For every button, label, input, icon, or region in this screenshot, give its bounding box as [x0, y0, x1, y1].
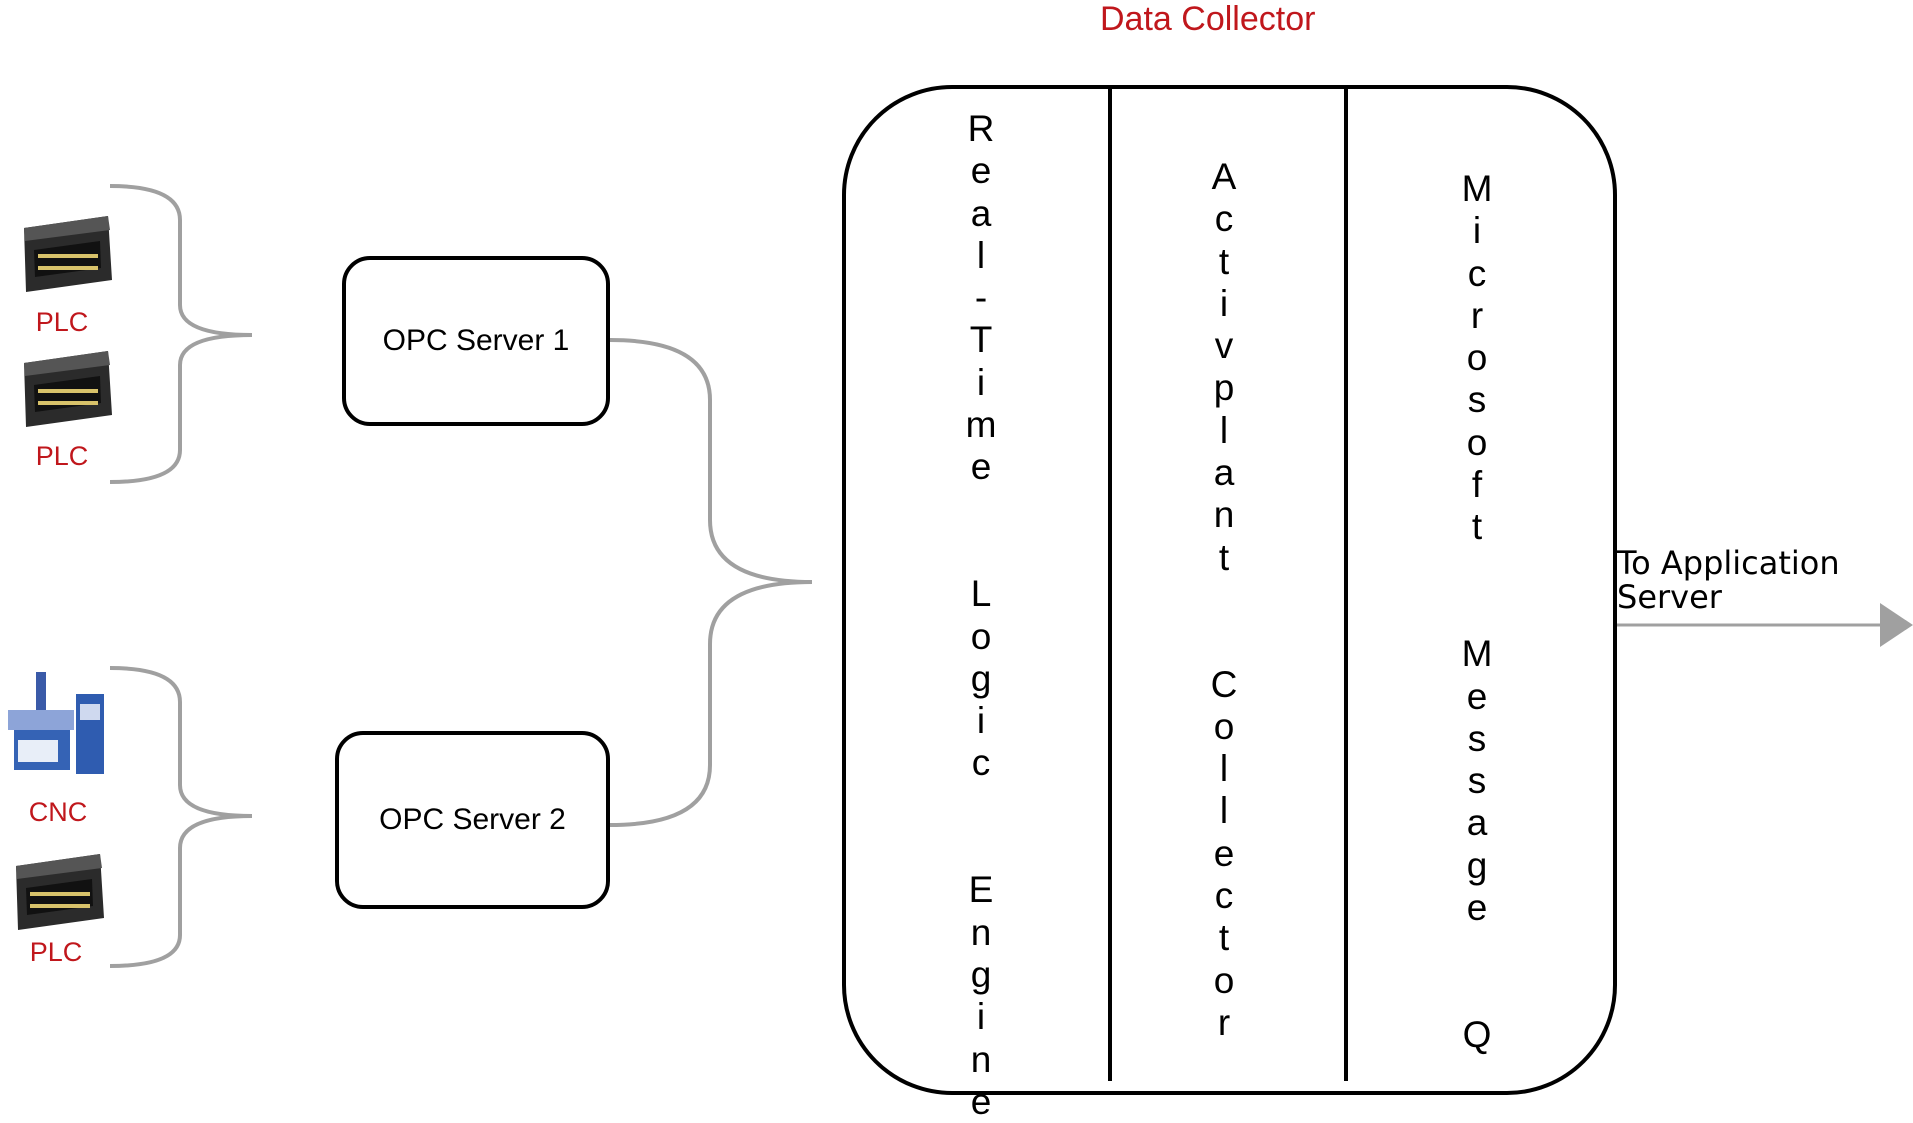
column-letter: r	[1470, 294, 1484, 336]
column-letter: c	[1214, 198, 1234, 240]
device-label: CNC	[28, 797, 88, 827]
column-letter: p	[1213, 367, 1235, 409]
column-letter: e	[1466, 887, 1488, 929]
column-letter: s	[1467, 379, 1487, 421]
cnc-machine-icon	[8, 672, 104, 774]
opc-server-1-label: OPC Server 1	[382, 324, 570, 357]
opc-server-2-label: OPC Server 2	[379, 803, 566, 836]
column-letter: a	[1213, 452, 1235, 494]
column-letter: c	[1214, 875, 1234, 917]
column-letter: c	[1467, 252, 1487, 294]
column-letter	[976, 785, 986, 827]
column-letter: M	[1461, 633, 1493, 675]
column-letter: r	[1217, 1001, 1231, 1043]
column-letter: E	[968, 869, 994, 911]
column-letter: g	[970, 953, 992, 995]
column-letter: o	[1466, 421, 1488, 463]
output-label: To Application Server	[1617, 546, 1840, 614]
column-letter: t	[1218, 536, 1230, 578]
plc-icon	[24, 216, 112, 292]
column-letter: e	[970, 446, 992, 488]
diagram-canvas: Data Collector PLC PLC CNC PLC OPC Serve…	[8, 0, 1913, 1122]
brace-servers	[609, 338, 813, 827]
column-letter	[976, 531, 986, 573]
device-label: PLC	[35, 441, 89, 471]
column-letter: s	[1467, 760, 1487, 802]
column-letter: o	[1466, 337, 1488, 379]
column-letter: n	[1213, 494, 1235, 536]
column-letter: c	[971, 742, 991, 784]
column-letter: a	[970, 192, 992, 234]
brace-plc-group-1	[109, 184, 253, 484]
column-letter: n	[970, 911, 992, 953]
column-letter: m	[965, 404, 997, 446]
brace-device-group-2	[109, 666, 253, 968]
column-letter	[1472, 549, 1482, 591]
output-arrow	[1613, 603, 1913, 647]
column-letter: i	[976, 361, 986, 403]
column-letter: L	[970, 573, 992, 615]
column-letter: i	[1219, 282, 1229, 324]
column-letter: f	[1471, 464, 1483, 506]
column-letter: T	[969, 319, 993, 361]
connector-lines	[109, 184, 1913, 968]
column-letter	[1219, 621, 1229, 663]
column-letter: e	[1466, 675, 1488, 717]
column-letter: o	[970, 615, 992, 657]
column-letter: n	[970, 1038, 992, 1080]
column-letter: g	[1466, 844, 1488, 886]
column-letter: t	[1218, 917, 1230, 959]
column-divider	[1344, 85, 1348, 1081]
output-label-line2: Server	[1617, 578, 1722, 616]
plc-icon	[16, 854, 104, 930]
column-letter: i	[976, 700, 986, 742]
column-letter: a	[1466, 802, 1488, 844]
column-letter: Q	[1462, 1013, 1492, 1055]
column-letter	[1472, 929, 1482, 971]
opc-server-2-box: OPC Server 2	[335, 731, 610, 909]
column-letter: C	[1210, 663, 1238, 705]
column-letter	[1472, 972, 1482, 1014]
column-letter: l	[1219, 790, 1229, 832]
data-collector-box	[842, 85, 1617, 1095]
column-letter	[976, 489, 986, 531]
diagram-title: Data Collector	[1100, 0, 1316, 38]
column-letter	[1219, 579, 1229, 621]
column-letter	[1472, 591, 1482, 633]
column-letter: l	[976, 234, 986, 276]
column-letter: t	[1218, 240, 1230, 282]
column-letter	[976, 827, 986, 869]
column-letter: s	[1467, 717, 1487, 759]
device-label: PLC	[35, 307, 89, 337]
plc-icon	[24, 351, 112, 427]
column-letter: R	[967, 108, 995, 149]
column-letter: -	[974, 277, 988, 319]
column-letter: i	[976, 996, 986, 1038]
column-letter: g	[970, 657, 992, 699]
column-letter: o	[1213, 959, 1235, 1001]
column-letter: l	[1219, 748, 1229, 790]
column-divider	[1108, 85, 1112, 1081]
column-letter: v	[1214, 325, 1234, 367]
column-letter: o	[1213, 705, 1235, 747]
column-letter: A	[1211, 156, 1237, 197]
column-letter: e	[1213, 832, 1235, 874]
output-label-line1: To Application	[1617, 544, 1840, 582]
device-label: PLC	[29, 937, 83, 967]
opc-server-1-box: OPC Server 1	[342, 256, 610, 426]
column-letter: t	[1471, 506, 1483, 548]
column-letter: e	[970, 150, 992, 192]
column-letter: i	[1472, 210, 1482, 252]
column-letter: e	[970, 1080, 992, 1122]
column-letter: l	[1219, 409, 1229, 451]
column-letter: M	[1461, 168, 1493, 209]
